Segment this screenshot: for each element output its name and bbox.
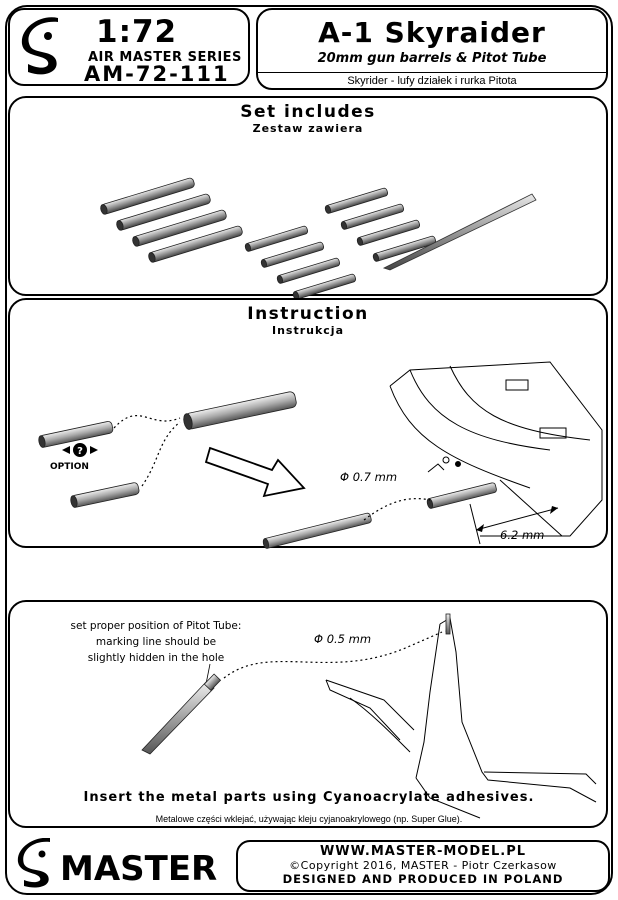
- svg-text:?: ?: [77, 446, 83, 457]
- pitot-note-line2: marking line should be: [95, 636, 217, 648]
- brand-wordmark: MASTER: [60, 849, 218, 889]
- footer-info-box: WWW.MASTER-MODEL.PL ©Copyright 2016, MAS…: [236, 840, 610, 892]
- dotted-leader-d: [223, 631, 443, 679]
- dotted-leader-b: [141, 421, 181, 487]
- instruction-sheet: [5, 5, 613, 895]
- dotted-leader-a: [113, 415, 181, 429]
- set-includes-subtitle: Zestaw zawiera: [252, 122, 364, 135]
- pitot-panel: set proper position of Pitot Tube: marki…: [8, 600, 608, 828]
- barrel-option-b: [70, 482, 140, 508]
- question-icon: ?: [62, 443, 98, 457]
- product-title: A-1 Skyraider: [318, 16, 546, 49]
- pitot-install-diagram: [141, 613, 597, 819]
- series-label: AIR MASTER SERIES: [88, 50, 242, 65]
- barrel-in-place: [426, 482, 497, 509]
- short-barrels-group-b: [324, 187, 437, 262]
- barrel-option-a: [38, 421, 114, 448]
- wing-drawing: [389, 361, 603, 545]
- instruction-title: Instruction: [247, 304, 369, 324]
- set-includes-title: Set includes: [240, 102, 376, 122]
- barrel-install-diagram: ?: [38, 361, 603, 549]
- master-logo-icon: [21, 17, 58, 75]
- master-logo-small-icon: [17, 838, 50, 888]
- direction-arrow-icon: [204, 446, 306, 498]
- website-url[interactable]: WWW.MASTER-MODEL.PL: [319, 844, 527, 859]
- long-barrels-group: [100, 177, 243, 263]
- barrel-assembled: [183, 391, 297, 430]
- barrel-diameter-label: Φ 0.7 mm: [340, 470, 398, 484]
- note-leader: [205, 663, 211, 685]
- length-dimension-line: [475, 507, 559, 531]
- scale-label: 1:72: [96, 14, 178, 50]
- adhesive-instruction-pl: Metalowe części wklejać, używając kleju …: [155, 814, 463, 824]
- dotted-leader-c: [363, 498, 431, 521]
- header-divider: [258, 72, 606, 73]
- instruction-subtitle: Instrukcja: [271, 324, 344, 337]
- pitot-on-tail: [445, 613, 451, 635]
- product-subtitle-pl: Skyrider - lufy działek i rurka Pitota: [347, 75, 517, 87]
- set-parts-illustration: [100, 177, 537, 298]
- barrel-length-label: 6.2 mm: [500, 528, 545, 542]
- short-barrels-group-a: [244, 225, 357, 298]
- pitot-tube-part: [382, 193, 537, 271]
- adhesive-instruction: Insert the metal parts using Cyanoacryla…: [83, 790, 535, 805]
- option-label: OPTION: [50, 462, 89, 472]
- made-in-text: DESIGNED AND PRODUCED IN POLAND: [282, 872, 564, 886]
- header-title-box: A-1 Skyraider 20mm gun barrels & Pitot T…: [256, 8, 608, 90]
- instruction-panel: Instruction Instrukcja ?: [8, 298, 608, 549]
- product-code: AM-72-111: [84, 62, 230, 86]
- product-subtitle: 20mm gun barrels & Pitot Tube: [317, 51, 547, 66]
- pitot-diameter-label: Φ 0.5 mm: [314, 632, 372, 646]
- barrel-callout: [262, 512, 372, 549]
- pitot-tube-callout: [141, 673, 222, 755]
- pitot-note-line3: slightly hidden in the hole: [87, 652, 225, 664]
- header-scale-box: 1:72 AIR MASTER SERIES AM-72-111: [8, 8, 250, 86]
- footer-brand: MASTER: [8, 838, 234, 892]
- tail-drawing: [325, 617, 597, 819]
- pitot-note-line1: set proper position of Pitot Tube:: [70, 620, 242, 632]
- copyright-text: ©Copyright 2016, MASTER - Piotr Czerkaso…: [289, 859, 557, 872]
- set-includes-panel: Set includes Zestaw zawiera: [8, 96, 608, 298]
